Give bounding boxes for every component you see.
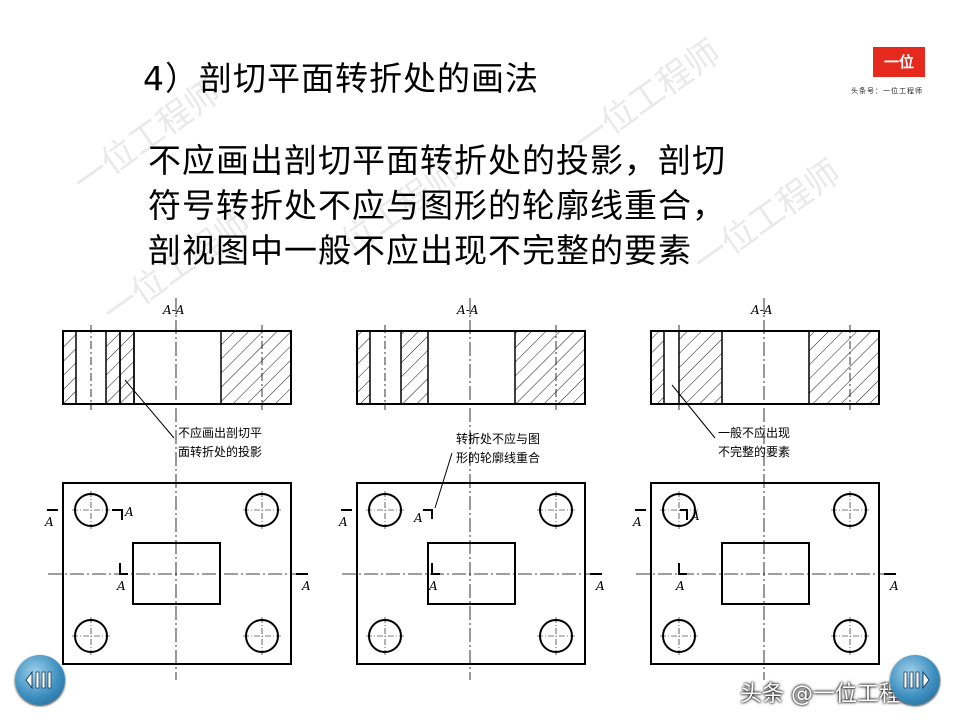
cut-letter: A: [116, 579, 126, 593]
cut-letter: A: [301, 579, 311, 593]
plan-view: [341, 482, 602, 665]
body-line: 不应画出剖切平面转折处的投影，剖切: [148, 141, 726, 180]
next-slide-button[interactable]: [890, 655, 940, 705]
section-view: [62, 325, 292, 410]
prev-slide-button[interactable]: [15, 655, 65, 705]
cut-letter: A: [428, 579, 438, 593]
annotation-line: 形的轮廓线重合: [456, 450, 540, 465]
annotation-line: 面转折处的投影: [178, 444, 262, 459]
brand-subtitle: 头条号：一位工程师: [851, 87, 923, 95]
section-view: [356, 325, 586, 410]
body-line: 符号转折处不应与图形的轮廓线重合，: [148, 186, 726, 225]
cut-letter: A: [338, 515, 348, 529]
section-label: A-A: [162, 303, 185, 317]
plan-view: [635, 482, 896, 665]
prev-slide-icon: [25, 670, 52, 690]
cut-letter: A: [690, 509, 700, 523]
drawing-1: A-A 不应画出剖切平 面转折处的投影: [44, 298, 311, 680]
cut-letter: A: [124, 505, 134, 519]
annotation-line: 不完整的要素: [718, 444, 790, 459]
body-line: 剖视图中一般不应出现不完整的要素: [148, 231, 692, 270]
cut-letter: A: [44, 515, 54, 529]
section-view: [650, 325, 880, 410]
slide-body: 不应画出剖切平面转折处的投影，剖切 符号转折处不应与图形的轮廓线重合， 剖视图中…: [148, 138, 726, 273]
next-slide-icon: [903, 670, 930, 690]
annotation-line: 一般不应出现: [718, 425, 790, 440]
cut-letter: A: [595, 579, 605, 593]
annotation-line: 不应画出剖切平: [178, 425, 262, 440]
plan-view: [47, 482, 308, 665]
annotation-line: 转折处不应与图: [456, 431, 540, 446]
section-label: A-A: [750, 303, 773, 317]
cut-letter: A: [413, 511, 423, 525]
drawing-3: A-A 一般不应出现 不完整的要素: [632, 298, 899, 680]
brand-logo: 一位: [873, 47, 925, 77]
cut-letter: A: [889, 579, 899, 593]
cut-letter: A: [632, 515, 642, 529]
cut-letter: A: [675, 579, 685, 593]
section-label: A-A: [456, 303, 479, 317]
drawing-2: A-A 转折处不应与图 形的轮廓线重合: [338, 298, 605, 680]
slide-title: 4）剖切平面转折处的画法: [143, 59, 539, 98]
